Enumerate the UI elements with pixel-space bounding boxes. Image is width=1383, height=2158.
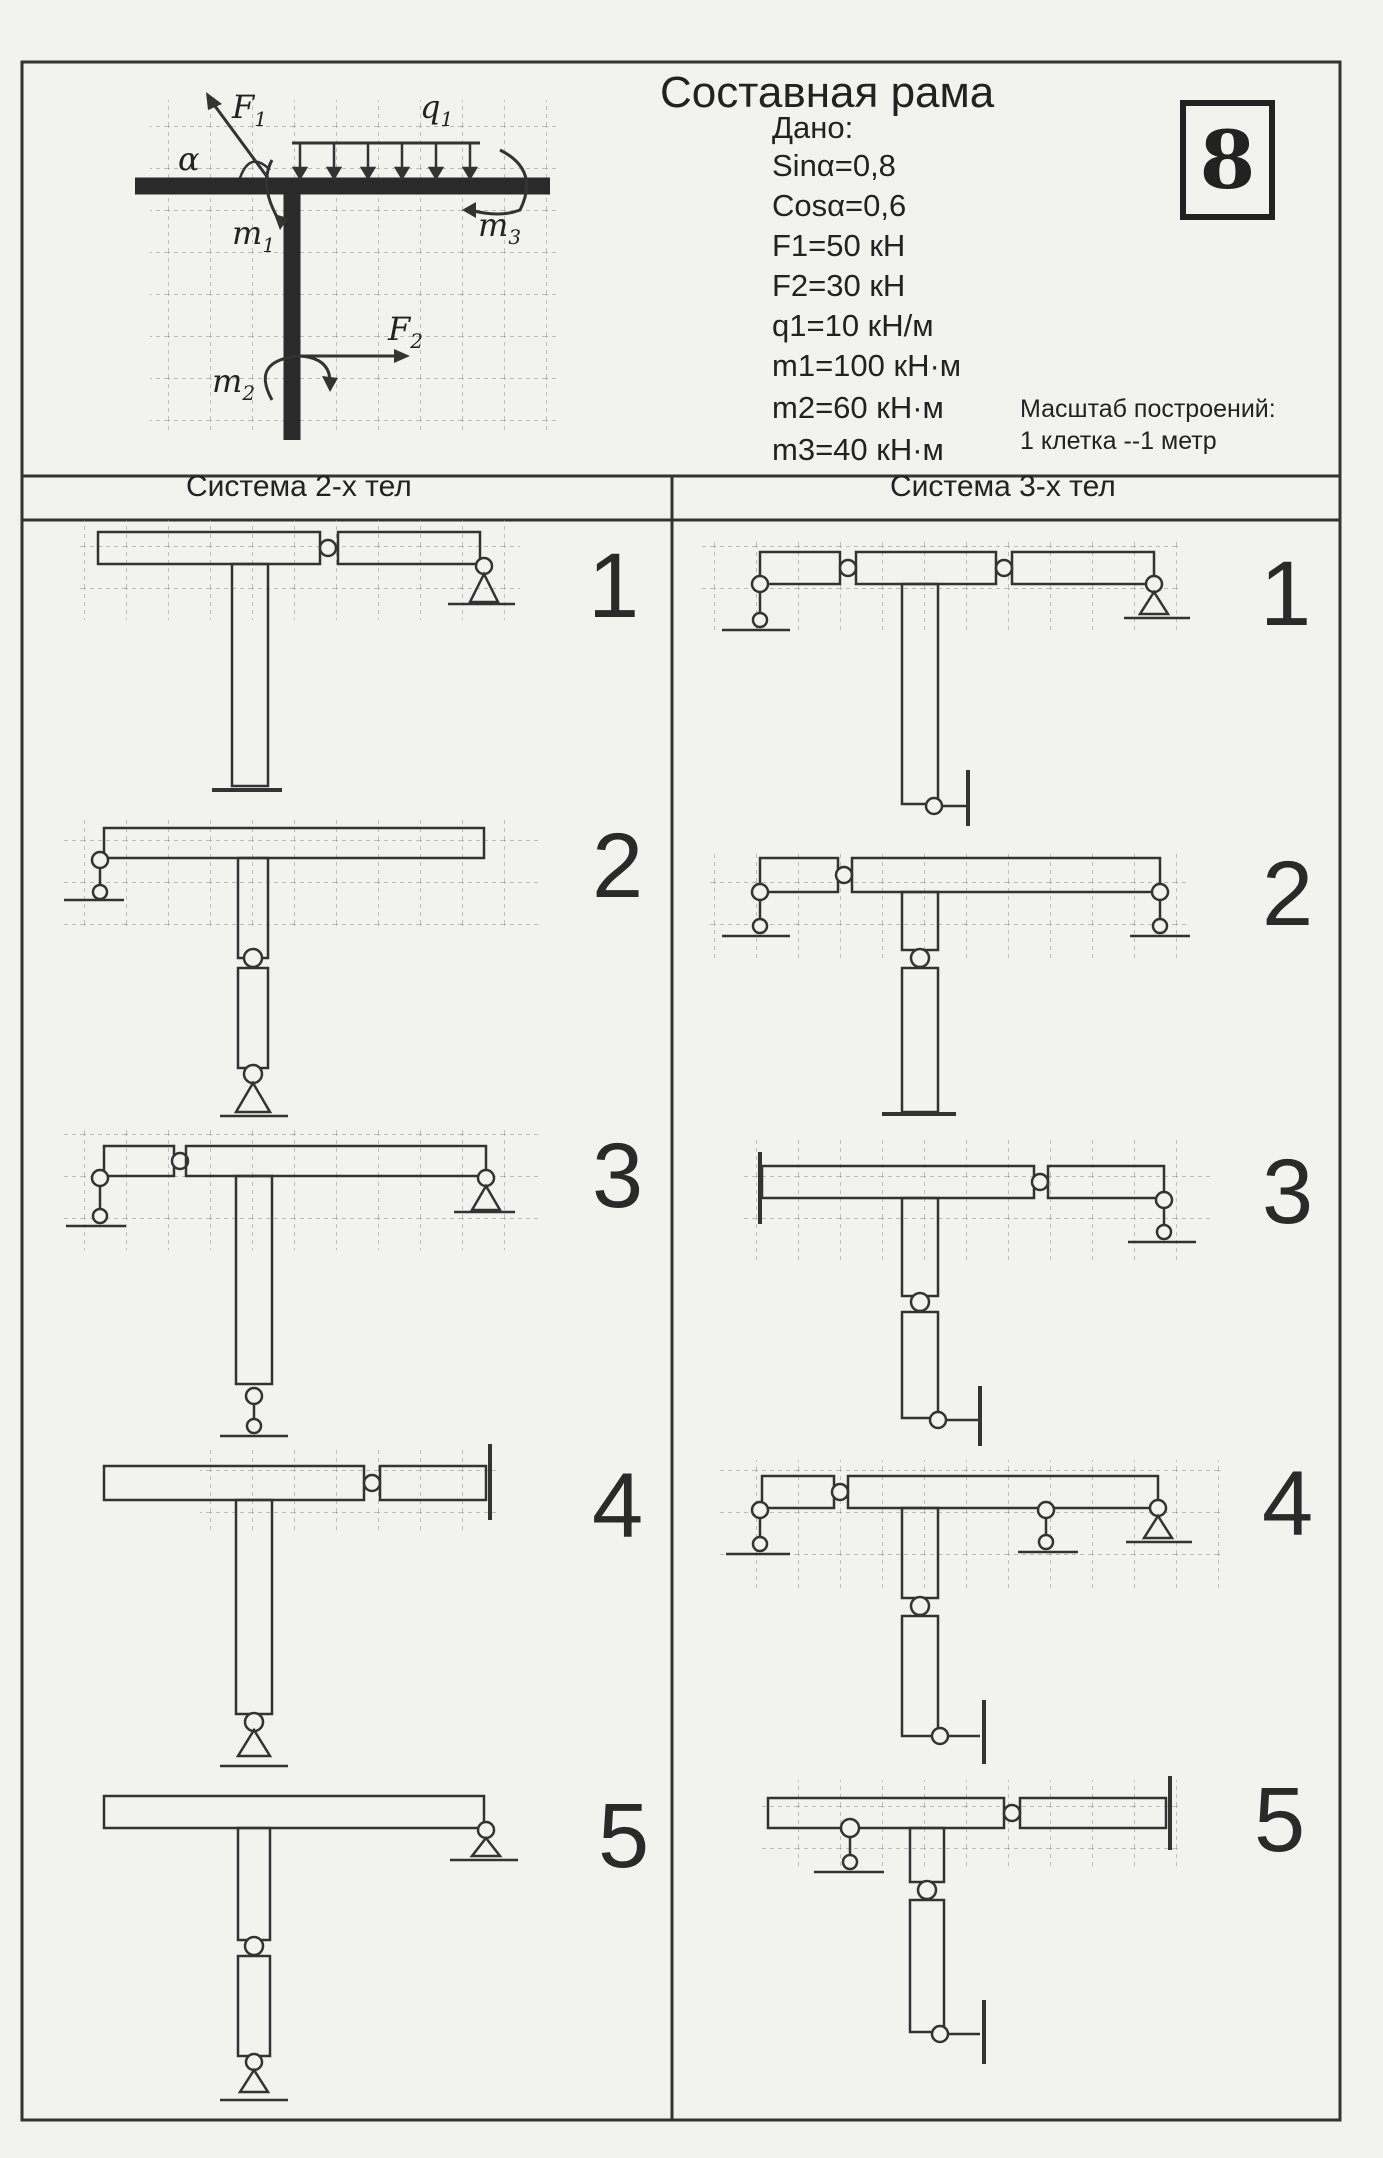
variant-label-right-2: 2 bbox=[1262, 843, 1314, 945]
given-m2: m2=60 кН·м bbox=[772, 390, 944, 425]
variant-label-right-4: 4 bbox=[1262, 1453, 1314, 1555]
frame-right-1 bbox=[722, 550, 1190, 826]
frame-right-2 bbox=[722, 856, 1190, 1116]
column-header-two-body: Система 2-х тел bbox=[186, 470, 412, 503]
scale-note-line2: 1 клетка --1 метр bbox=[1020, 427, 1217, 455]
given-f2: F2=30 кН bbox=[772, 268, 906, 303]
variant-label-right-5: 5 bbox=[1254, 1769, 1306, 1871]
frame-right-4 bbox=[726, 1474, 1192, 1764]
scale-note-line1: Масштаб построений: bbox=[1020, 395, 1276, 423]
given-heading: Дано: bbox=[772, 110, 854, 145]
label-m3: m3 bbox=[478, 206, 521, 249]
frames bbox=[60, 520, 1220, 2102]
variant-label-left-3: 3 bbox=[592, 1125, 644, 1227]
frame-left-5 bbox=[102, 1794, 518, 2102]
variant-label-right-3: 3 bbox=[1262, 1141, 1314, 1243]
given-m3: m3=40 кН·м bbox=[772, 432, 944, 467]
label-f2: F2 bbox=[387, 310, 423, 353]
page-title: Составная рама bbox=[660, 68, 995, 117]
variant-label-left-1: 1 bbox=[588, 535, 640, 637]
frame-left-4 bbox=[102, 1444, 492, 1768]
frame-left-1 bbox=[96, 530, 515, 792]
variant-label-left-2: 2 bbox=[592, 815, 644, 917]
column-header-three-body: Система 3-х тел bbox=[890, 470, 1116, 503]
load-scheme bbox=[135, 92, 560, 440]
label-m2: m2 bbox=[212, 362, 255, 405]
given-cos-alpha: Cosα=0,6 bbox=[772, 188, 907, 223]
label-f1: F1 bbox=[231, 88, 267, 131]
given-m1: m1=100 кН·м bbox=[772, 348, 962, 383]
given-f1: F1=50 кН bbox=[772, 228, 906, 263]
variant-number-badge: 8 bbox=[1180, 100, 1275, 220]
given-sin-alpha: Sinα=0,8 bbox=[772, 148, 896, 183]
given-q1: q1=10 кН/м bbox=[772, 308, 934, 343]
variant-label-left-4: 4 bbox=[592, 1455, 644, 1557]
label-m1: m1 bbox=[232, 214, 275, 257]
label-q1: q1 bbox=[420, 88, 453, 131]
frame-right-3 bbox=[758, 1152, 1196, 1446]
frame-left-2 bbox=[64, 826, 486, 1118]
variant-label-right-1: 1 bbox=[1260, 543, 1312, 645]
frame-right-5 bbox=[766, 1776, 1172, 2064]
frame-left-3 bbox=[66, 1144, 515, 1438]
label-alpha: α bbox=[178, 140, 200, 178]
variant-label-left-5: 5 bbox=[598, 1785, 650, 1887]
